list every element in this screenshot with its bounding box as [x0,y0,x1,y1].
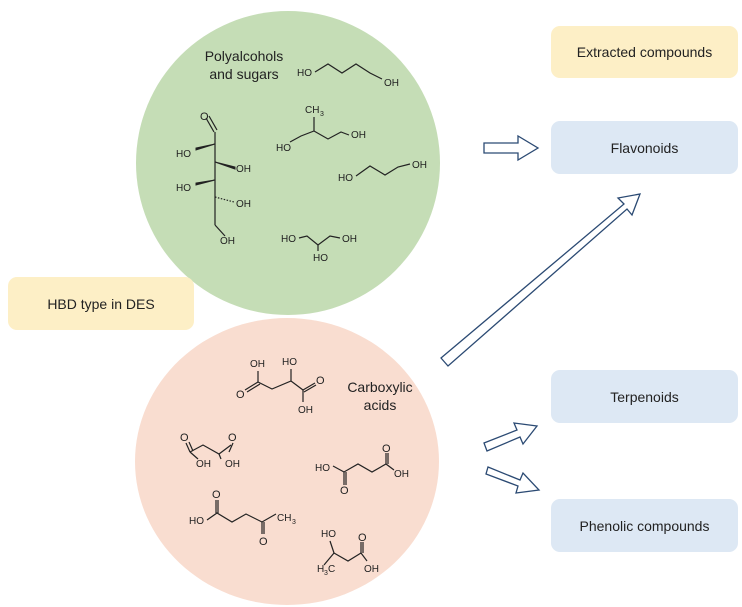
hbd-type-label: HBD type in DES [47,295,155,312]
arrow-to-flavonoids-icon [483,134,540,162]
label: O [259,536,268,548]
label: CH [277,513,291,524]
label: HO [276,143,291,154]
label: HO [297,68,312,79]
malic-acid-structure: OH HO O O OH [236,357,325,416]
hbd-type-box: HBD type in DES [8,277,194,330]
label: O [340,485,349,497]
glycerol-structure: HO HO OH [281,234,357,264]
lactic-acid-structure: HO O OH H 3 C [317,529,379,577]
label: HO [281,234,296,245]
label: HO [338,173,353,184]
malonic-acid-structure: O O OH OH [180,432,240,470]
label: 3 [324,570,328,577]
label: O [316,375,325,387]
label: HO [176,183,191,194]
label: C [328,564,335,575]
label: H [317,564,324,575]
carboxylic-title-line2: acids [363,397,397,413]
label: CH [305,105,319,116]
phenolic-compounds-label: Phenolic compounds [579,517,710,534]
label: HO [176,149,191,160]
label: O [358,532,367,544]
arrow-diagonal-to-flavonoids-icon [440,193,642,367]
ethylene-glycol-structure: HO OH [338,160,427,184]
label: OH [342,234,357,245]
label: 3 [320,111,324,118]
label: OH [220,236,235,247]
flavonoids-box: Flavonoids [551,121,738,174]
label: OH [250,359,265,370]
label: HO [282,357,297,368]
label: OH [412,160,427,171]
carboxylic-title: Carboxylic acids [340,378,420,414]
terpenoids-label: Terpenoids [610,388,679,405]
butanediol-structure: HO OH [297,63,399,89]
label: O [382,443,391,455]
arrow-to-terpenoids-icon [483,422,539,452]
label: OH [225,459,240,470]
extracted-compounds-label: Extracted compounds [576,44,713,60]
label: OH [364,564,379,575]
label: HO [313,253,328,264]
label: HO [315,463,330,474]
label: HO [321,529,336,540]
succinic-acid-structure: HO O O OH [315,443,409,497]
label: OH [384,78,399,89]
arrows [440,134,642,494]
polyalcohols-title-line2: and sugars [209,66,279,82]
polyalcohols-title: Polyalcohols and sugars [196,47,292,83]
terpenoids-box: Terpenoids [551,370,738,423]
extracted-compounds-box: Extracted compounds [551,26,738,78]
label: OH [298,405,313,416]
propanediol-structure: CH 3 HO OH [276,105,366,154]
carboxylic-title-line1: Carboxylic [347,379,413,395]
glucose-structure: O HO OH HO OH OH [176,111,251,247]
label: HO [189,516,204,527]
label: OH [394,469,409,480]
phenolic-compounds-box: Phenolic compounds [551,499,738,552]
label: O [180,432,189,444]
flavonoids-label: Flavonoids [610,139,679,156]
label: O [212,489,221,501]
label: O [200,111,209,123]
arrow-to-phenolic-icon [485,466,541,494]
polyalcohols-title-line1: Polyalcohols [204,48,284,64]
label: OH [351,130,366,141]
label: OH [236,199,251,210]
label: OH [196,459,211,470]
label: OH [236,164,251,175]
polyalcohols-circle [136,11,440,315]
label: O [236,389,245,401]
label: O [228,432,237,444]
levulinic-acid-structure: O HO O CH 3 [189,489,296,548]
label: 3 [292,519,296,526]
